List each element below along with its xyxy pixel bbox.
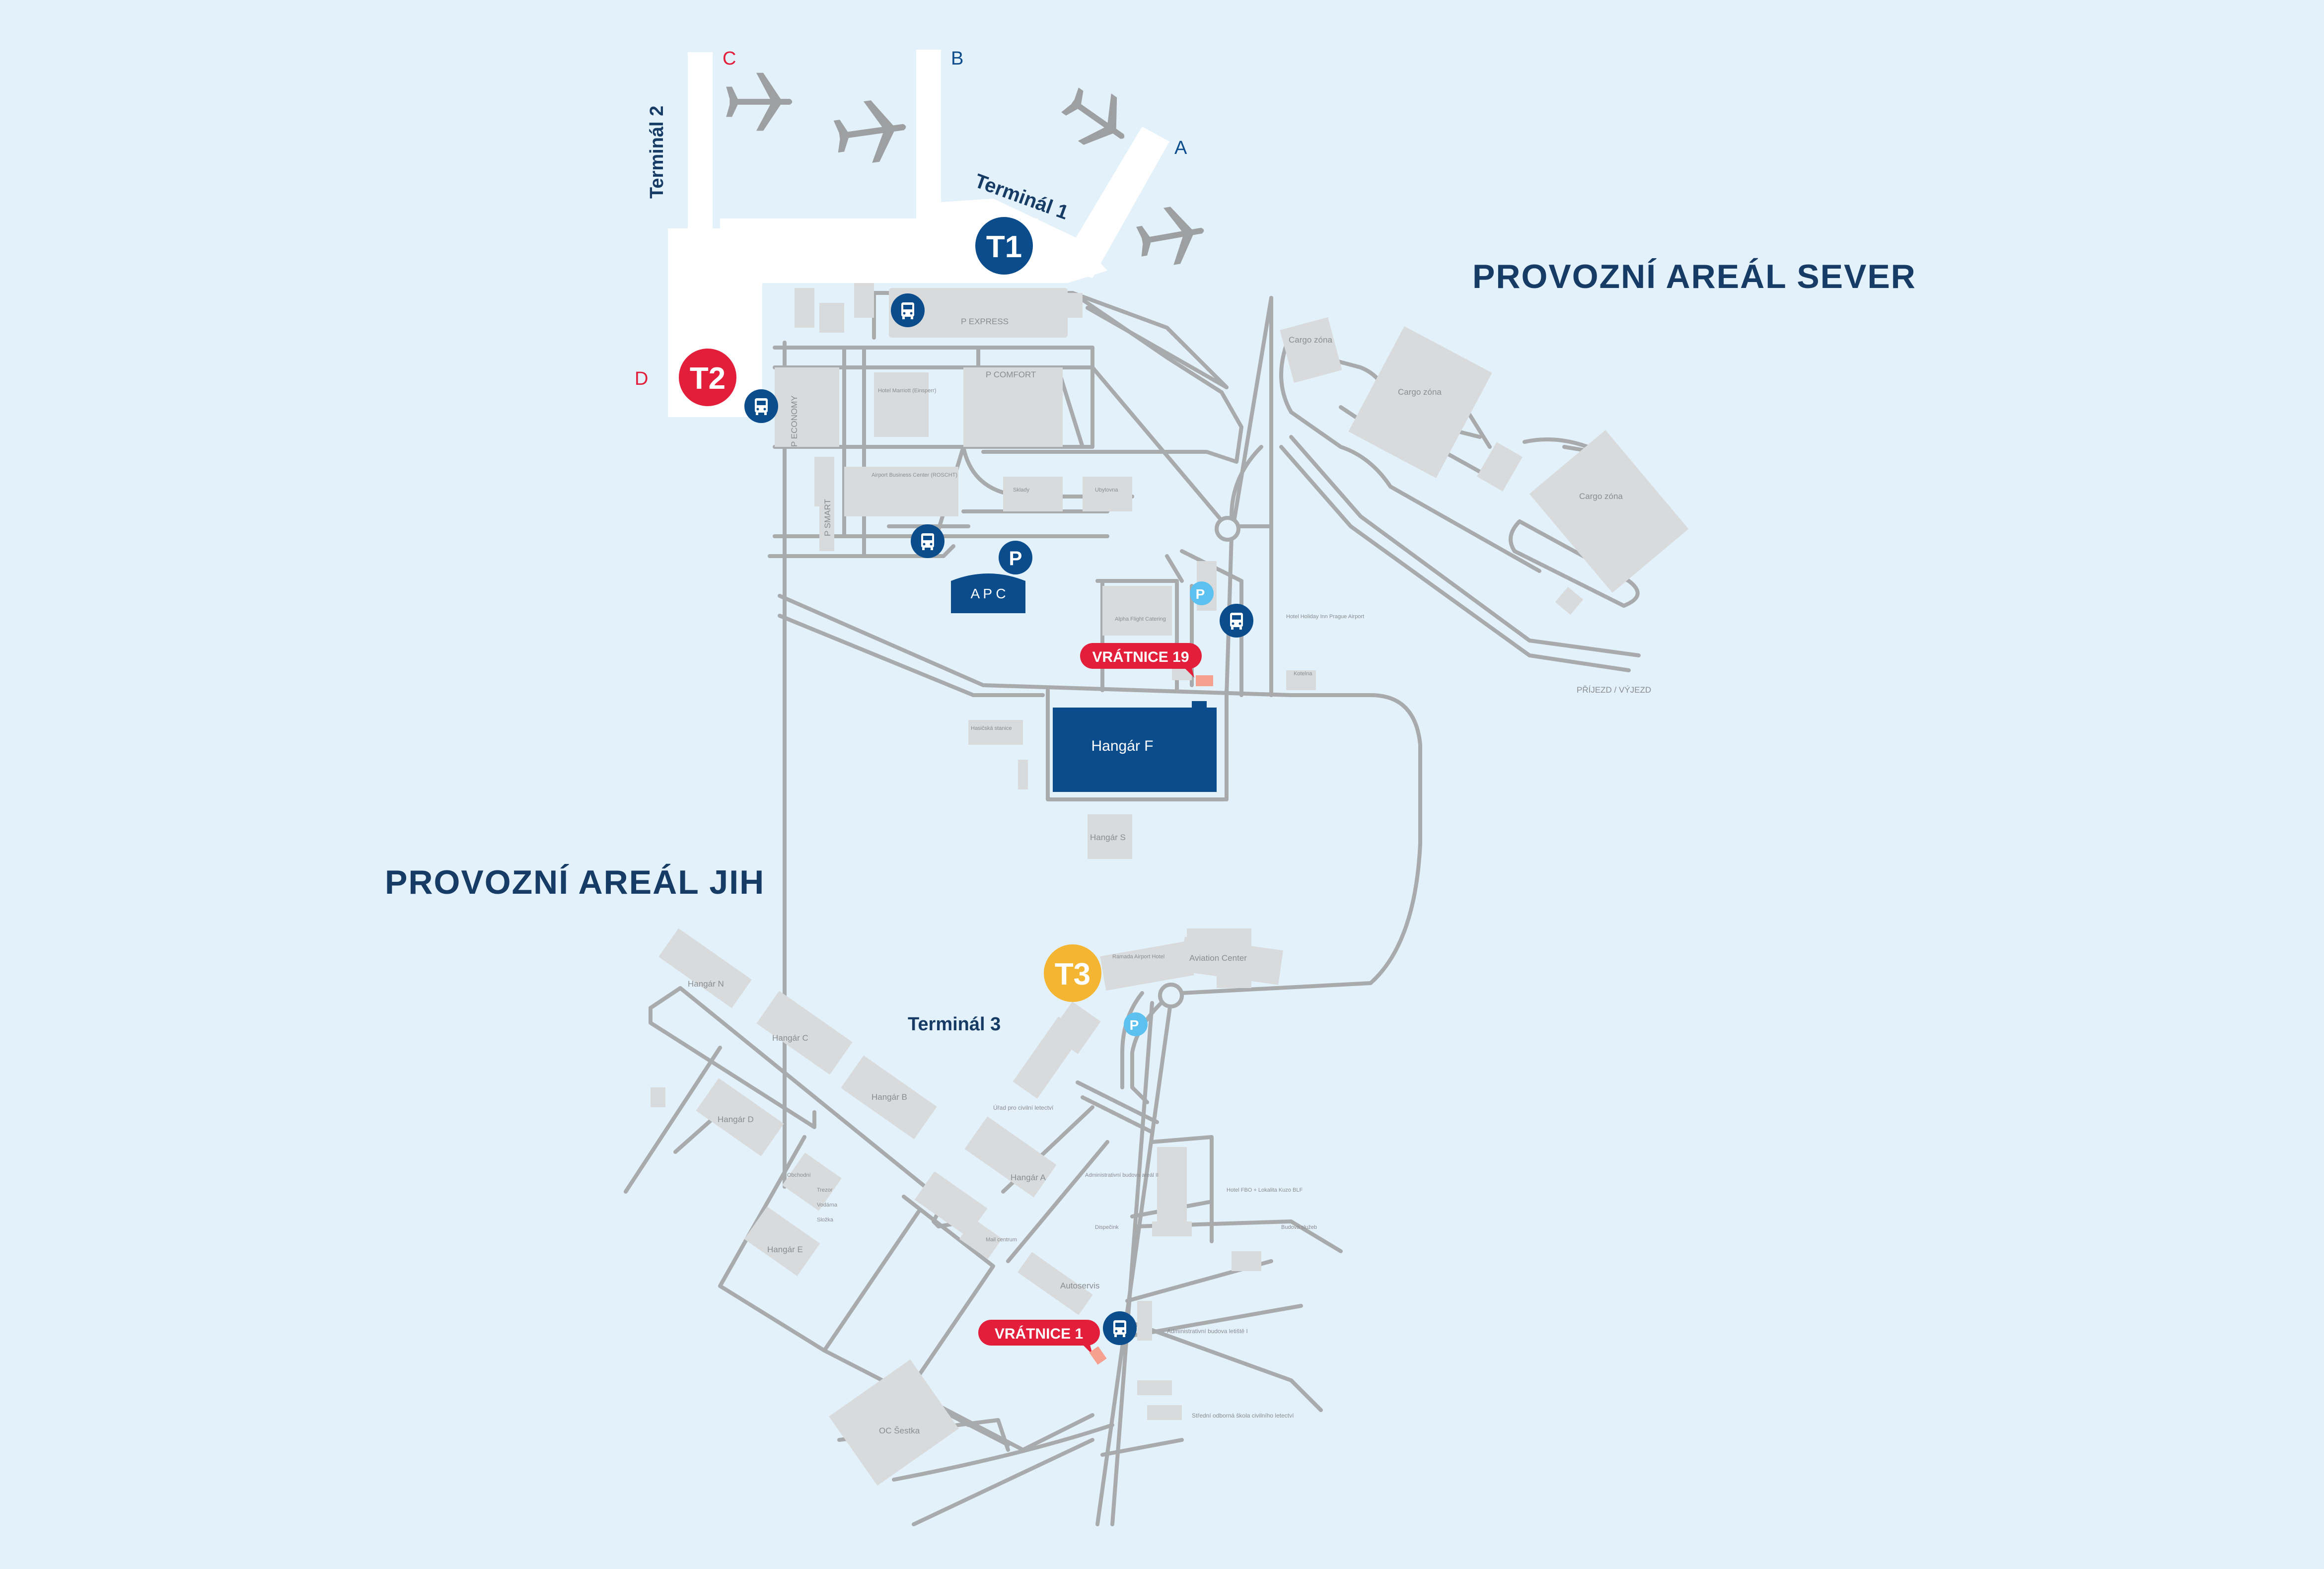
gate-1-label: VRÁTNICE 1	[995, 1325, 1083, 1342]
area-title-north: PROVOZNÍ AREÁL SEVER	[1472, 258, 1916, 295]
mail-label: Mail centrum	[986, 1237, 1017, 1243]
dispecink-label: Dispečink	[1095, 1224, 1119, 1230]
hotel-fbo-label: Hotel FBO + Lokalita Kuzo BLF	[1227, 1187, 1303, 1193]
north-small-labels: P EXPRESS P COMFORT P ECONOMY P SMART Ca…	[790, 317, 1651, 842]
hotel-holiday-label: Hotel Holiday Inn Prague Airport	[1286, 614, 1364, 620]
oc-sestka-label: OC Šestka	[879, 1426, 920, 1435]
bus-stop-t2[interactable]	[744, 389, 778, 423]
ubytovani-label: Ubytovna	[1095, 487, 1118, 493]
obchodni-label: Obchodní	[787, 1172, 811, 1178]
skola-label: Střední odborná škola civilního letectví	[1192, 1412, 1294, 1419]
north-buildings	[775, 278, 1689, 859]
pier-b-label: B	[951, 48, 963, 69]
gate-19-label: VRÁTNICE 19	[1092, 648, 1189, 665]
parking-badge: P	[1009, 548, 1022, 570]
south-small-labels: Hangár N Hangár C Hangár B Hangár D Hang…	[688, 953, 1317, 1435]
admin2-label: Administrativní budova areál II	[1085, 1172, 1159, 1178]
bus-stop-apc[interactable]	[911, 524, 944, 558]
apc-building[interactable]: A P C	[951, 573, 1025, 613]
urad-label: Úřad pro civilní letectví	[993, 1104, 1054, 1111]
t1-badge: T1	[986, 230, 1022, 264]
area-title-south: PROVOZNÍ AREÁL JIH	[385, 863, 765, 901]
gate-19-callout[interactable]: VRÁTNICE 19	[1080, 643, 1213, 686]
business-center-label: Airport Business Center (ROSCHT)	[872, 472, 957, 478]
hangar-a-label: Hangár A	[1011, 1173, 1046, 1182]
hangar-f-label: Hangár F	[1091, 738, 1153, 754]
bus-icon	[755, 398, 768, 415]
aviation-center-label: Aviation Center	[1189, 953, 1247, 963]
pier-a-label: A	[1174, 138, 1187, 158]
bus-stop-t1[interactable]	[891, 293, 925, 327]
budova-label: Budova služeb	[1281, 1224, 1317, 1230]
plane-icon	[831, 96, 911, 167]
cargo-zone-3: Cargo zóna	[1579, 492, 1623, 501]
hangar-s-label: Hangár S	[1090, 833, 1126, 842]
parking-r-marker-north[interactable]: P	[1190, 581, 1214, 605]
arrival-departure-label: PŘÍJEZD / VÝJEZD	[1577, 685, 1651, 695]
parking-smart-label: P SMART	[823, 499, 832, 536]
hangar-e-label: Hangár E	[767, 1245, 803, 1254]
bus-icon	[921, 533, 934, 550]
kotelna-label: Kotelna	[1294, 671, 1312, 677]
sklady-label: Sklady	[1013, 487, 1030, 493]
parking-marker[interactable]: P	[999, 541, 1032, 574]
hangar-f[interactable]: Hangár F	[1053, 701, 1217, 792]
parking-r-badge: P	[1130, 1017, 1139, 1033]
cargo-zone-2: Cargo zóna	[1398, 387, 1442, 397]
slozka-label: Složka	[817, 1217, 834, 1223]
parking-r-marker-south[interactable]: P	[1124, 1012, 1148, 1036]
vodarna-label: Vodárna	[817, 1202, 838, 1208]
parking-economy-label: P ECONOMY	[790, 395, 799, 447]
marriott-label: Hotel Marriott (Einsperr)	[878, 388, 936, 394]
ramada-label: Ramada Airport Hotel	[1112, 954, 1164, 960]
t2-name: Terminál 2	[647, 106, 667, 199]
hangar-n-label: Hangár N	[688, 979, 724, 989]
t1-marker[interactable]: T1	[975, 217, 1033, 275]
bus-stop-gate1[interactable]	[1103, 1311, 1137, 1345]
admin1-label: Administrativní budova letiště I	[1167, 1328, 1248, 1335]
gate-1-callout[interactable]: VRÁTNICE 1	[978, 1320, 1107, 1365]
alpha-label: Alpha Flight Catering	[1115, 616, 1166, 622]
plane-icon	[1053, 76, 1141, 162]
roundabout-north	[1215, 516, 1240, 542]
trezor-label: Trezor	[817, 1187, 833, 1193]
parking-r-badge: P	[1196, 586, 1205, 602]
pier-d-label: D	[635, 368, 648, 389]
bus-stop-hotel[interactable]	[1220, 604, 1253, 638]
parking-express-label: P EXPRESS	[961, 317, 1009, 326]
hangar-b-label: Hangár B	[872, 1092, 907, 1102]
roundabout-south	[1158, 983, 1184, 1008]
south-buildings	[651, 928, 1283, 1486]
t3-badge: T3	[1055, 957, 1090, 992]
plane-icon	[726, 72, 793, 131]
apc-label: A P C	[970, 586, 1006, 601]
hangar-c-label: Hangár C	[772, 1033, 808, 1043]
t2-badge: T2	[690, 361, 726, 396]
autoservis-label: Autoservis	[1060, 1281, 1099, 1290]
parking-comfort-label: P COMFORT	[986, 370, 1036, 379]
t2-marker[interactable]: T2	[679, 349, 736, 406]
t3-marker[interactable]: T3	[1044, 944, 1101, 1002]
hangar-d-label: Hangár D	[718, 1115, 754, 1124]
plane-icon	[1134, 202, 1209, 271]
bus-icon	[901, 302, 914, 319]
hasicska-label: Hasičská stanice	[971, 725, 1012, 731]
pier-c-label: C	[723, 48, 736, 69]
cargo-zone-1: Cargo zóna	[1289, 335, 1332, 345]
bus-icon	[1230, 613, 1243, 630]
t3-name: Terminál 3	[908, 1014, 1001, 1035]
bus-icon	[1113, 1320, 1126, 1337]
